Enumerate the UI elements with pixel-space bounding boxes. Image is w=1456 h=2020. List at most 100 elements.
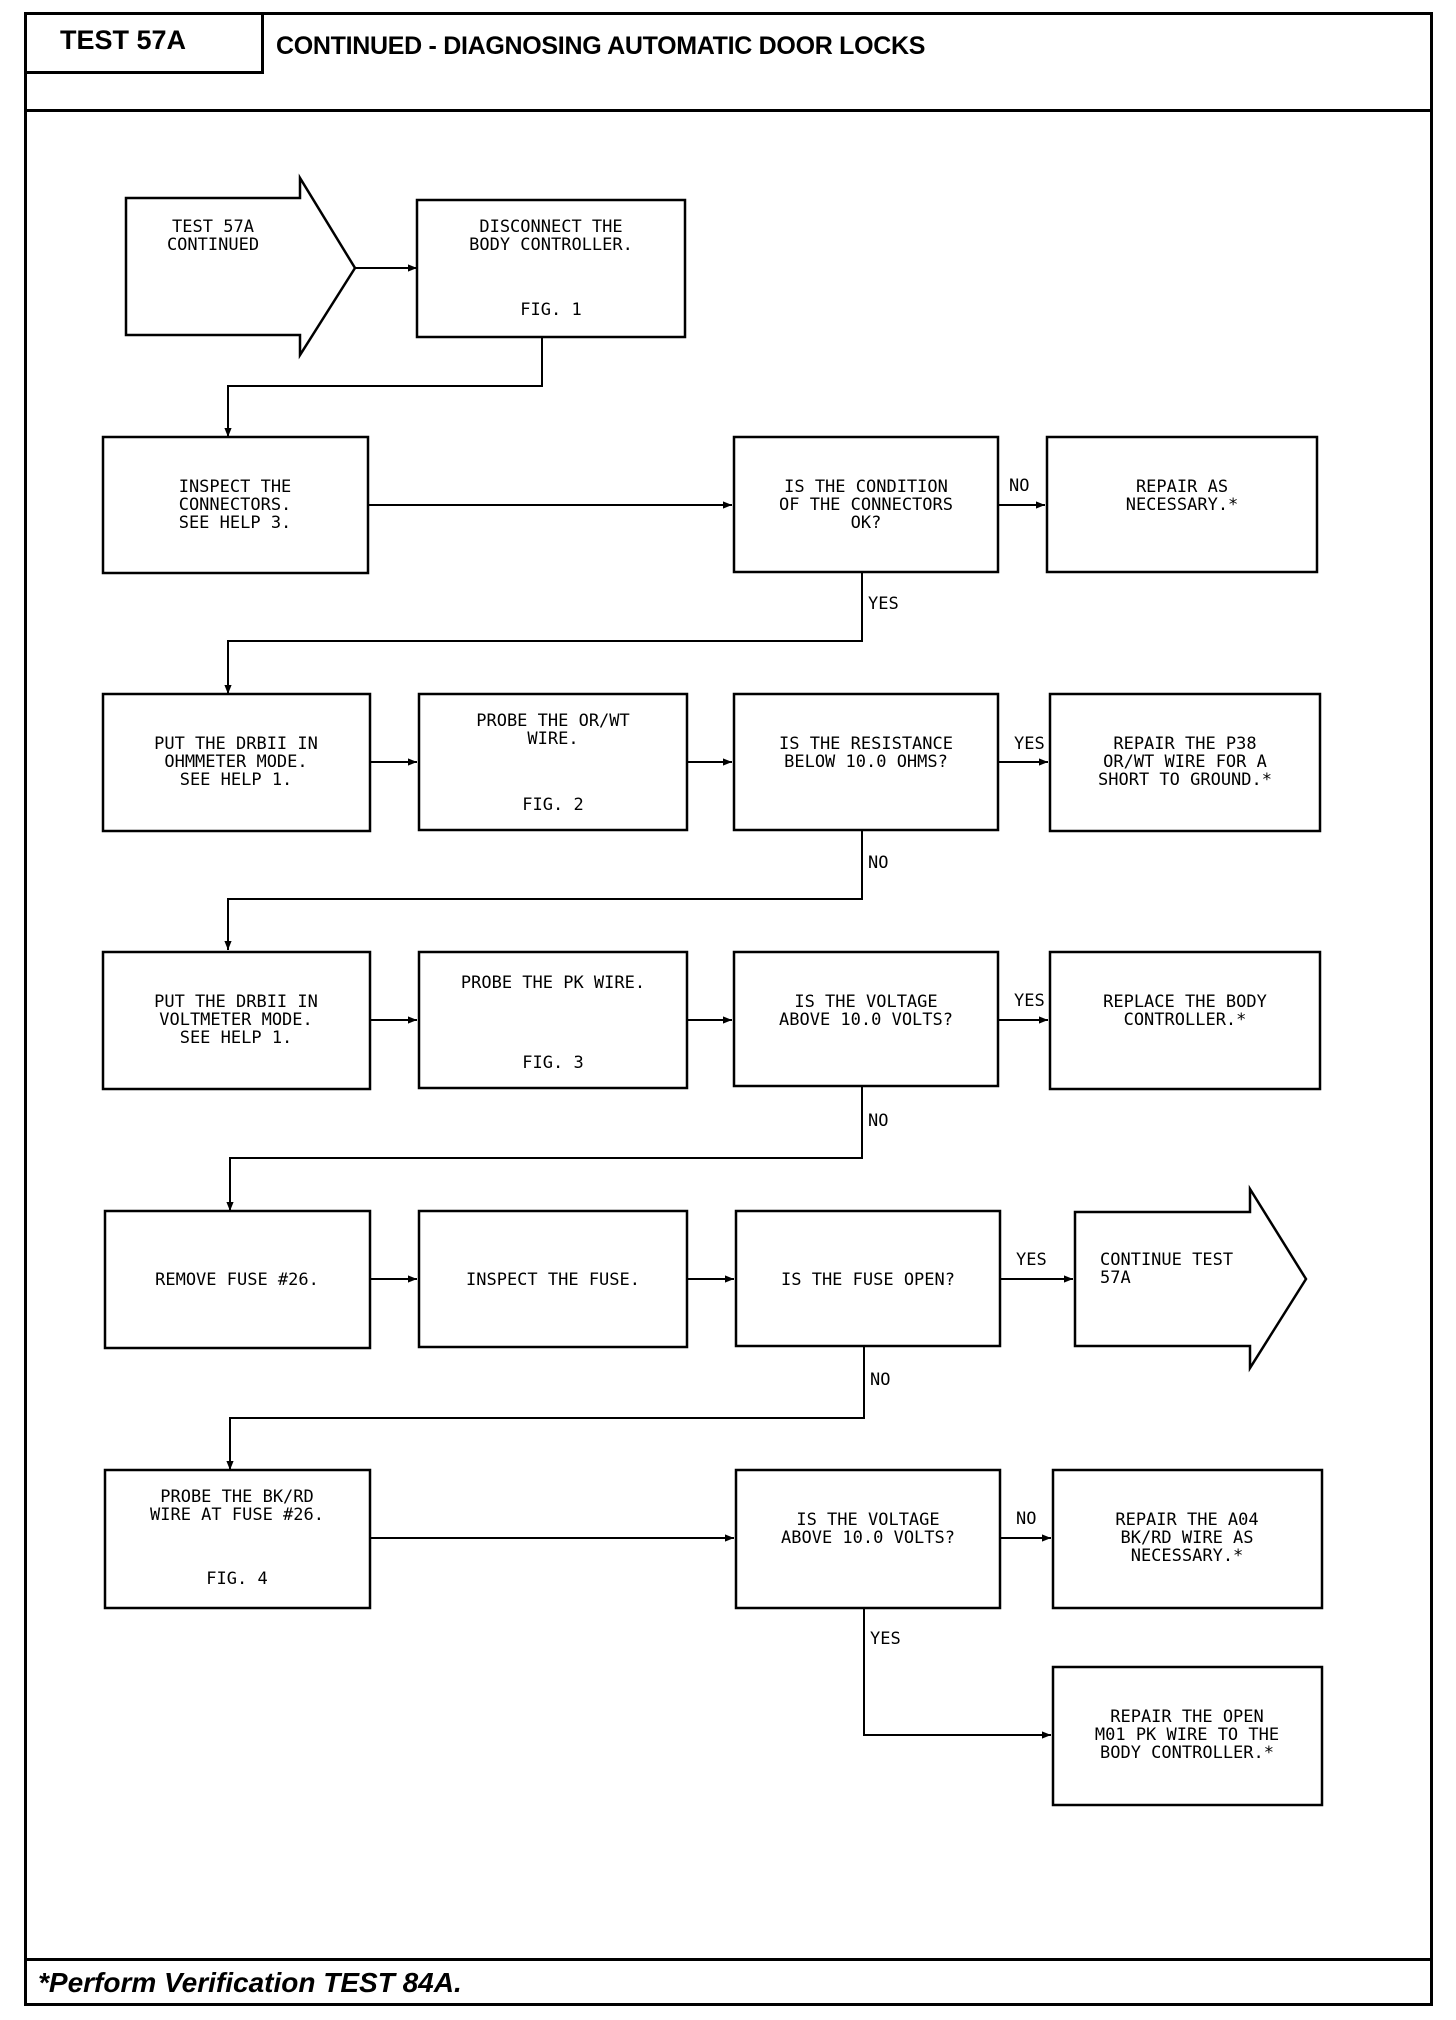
edge-label-res-yes: YES	[1014, 734, 1045, 754]
node-probe-bkrd-line-1: WIRE AT FUSE #26.	[150, 1505, 324, 1525]
edge-label-volt1-no: NO	[868, 1111, 888, 1131]
edge-fuse-probe	[226, 1346, 865, 1470]
node-repair-m01-line-1: M01 PK WIRE TO THE	[1095, 1725, 1279, 1745]
box-res-below	[732, 692, 1000, 832]
node-repair-m01-line-0: REPAIR THE OPEN	[1110, 1707, 1264, 1727]
node-probe-orwt-line-1: WIRE.	[527, 729, 578, 749]
node-remove-fuse: REMOVE FUSE #26.	[103, 1209, 372, 1350]
node-repair-necessary: REPAIR AS NECESSARY.*	[1045, 435, 1319, 574]
box-ohm-mode	[101, 692, 372, 833]
edge-res-volt	[224, 830, 863, 950]
box-volt-above-1	[732, 950, 1000, 1088]
node-repair-m01: REPAIR THE OPEN M01 PK WIRE TO THE BODY …	[1051, 1665, 1324, 1807]
edge-volt2-repair-m01	[863, 1608, 1051, 1739]
node-replace-line-1: CONTROLLER.*	[1124, 1010, 1247, 1030]
node-volt-mode-line-2: SEE HELP 1.	[180, 1028, 293, 1048]
box-volt-mode	[101, 950, 372, 1091]
node-repair-nec-line-1: NECESSARY.*	[1126, 495, 1239, 515]
node-inspect-conn-line-1: CONNECTORS.	[179, 495, 292, 515]
node-continue-line-1: 57A	[1100, 1268, 1131, 1288]
node-disconnect-line-1: BODY CONTROLLER.	[469, 235, 633, 255]
box-inspect-connectors	[101, 435, 370, 575]
node-ohm-line-0: PUT THE DRBII IN	[154, 734, 318, 754]
edge-label-res-no: NO	[868, 853, 888, 873]
node-ohm-line-1: OHMMETER MODE.	[164, 752, 307, 772]
node-probe-orwt-line-0: PROBE THE OR/WT	[476, 711, 630, 731]
node-disconnect: DISCONNECT THE BODY CONTROLLER. FIG. 1	[415, 198, 687, 339]
node-volt2-line-0: IS THE VOLTAGE	[796, 1510, 939, 1530]
box-replace-body	[1048, 950, 1322, 1091]
node-probe-bkrd-fig: FIG. 4	[206, 1569, 267, 1589]
box-probe-bkrd	[103, 1468, 372, 1610]
node-repair-nec-line-0: REPAIR AS	[1136, 477, 1228, 497]
node-disconnect-fig: FIG. 1	[520, 300, 581, 320]
node-volt-mode-line-1: VOLTMETER MODE.	[159, 1010, 313, 1030]
box-fuse-open	[734, 1209, 1002, 1348]
box-disconnect	[415, 198, 687, 339]
node-probe-bkrd: PROBE THE BK/RD WIRE AT FUSE #26. FIG. 4	[103, 1468, 372, 1610]
node-inspect-conn-line-0: INSPECT THE	[179, 477, 292, 497]
node-repair-a04-line-2: NECESSARY.*	[1131, 1546, 1244, 1566]
node-start-line-0: TEST 57A	[172, 217, 254, 237]
node-probe-orwt-fig: FIG. 2	[522, 795, 583, 815]
edge-label-fuse-yes: YES	[1016, 1250, 1047, 1270]
node-probe-orwt: PROBE THE OR/WT WIRE. FIG. 2	[417, 692, 689, 832]
node-repair-p38-line-2: SHORT TO GROUND.*	[1098, 770, 1272, 790]
node-res-below: IS THE RESISTANCE BELOW 10.0 OHMS?	[732, 692, 1000, 832]
edge-label-cond-no: NO	[1009, 476, 1029, 496]
node-replace-body: REPLACE THE BODY CONTROLLER.*	[1048, 950, 1322, 1091]
node-volt1-line-0: IS THE VOLTAGE	[794, 992, 937, 1012]
node-remove-fuse-line-0: REMOVE FUSE #26.	[155, 1270, 319, 1290]
connectors	[224, 264, 1073, 1739]
edge-label-volt1-yes: YES	[1014, 991, 1045, 1011]
box-probe-orwt	[417, 692, 689, 832]
node-inspect-connectors: INSPECT THE CONNECTORS. SEE HELP 3.	[101, 435, 370, 575]
node-start: TEST 57A CONTINUED	[124, 173, 357, 360]
edge-label-fuse-no: NO	[870, 1370, 890, 1390]
page-frame	[24, 12, 1433, 2006]
node-replace-line-0: REPLACE THE BODY	[1103, 992, 1267, 1012]
test-label: TEST 57A	[24, 12, 264, 74]
node-volt-above-1: IS THE VOLTAGE ABOVE 10.0 VOLTS?	[732, 950, 1000, 1088]
node-inspect-fuse: INSPECT THE FUSE.	[417, 1209, 689, 1349]
node-probe-pk-line-0: PROBE THE PK WIRE.	[461, 973, 645, 993]
node-volt1-line-1: ABOVE 10.0 VOLTS?	[779, 1010, 953, 1030]
node-ohm-line-2: SEE HELP 1.	[180, 770, 293, 790]
continue-arrow-shape	[1073, 1184, 1308, 1373]
box-remove-fuse	[103, 1209, 372, 1350]
box-repair-necessary	[1045, 435, 1319, 574]
node-repair-m01-line-2: BODY CONTROLLER.*	[1100, 1743, 1274, 1763]
node-volt-mode: PUT THE DRBII IN VOLTMETER MODE. SEE HEL…	[101, 950, 372, 1091]
box-repair-a04	[1051, 1468, 1324, 1610]
node-repair-p38-line-1: OR/WT WIRE FOR A	[1103, 752, 1267, 772]
edge-label-volt2-no: NO	[1016, 1509, 1036, 1529]
node-cond-line-2: OK?	[851, 513, 882, 533]
node-repair-a04: REPAIR THE A04 BK/RD WIRE AS NECESSARY.*	[1051, 1468, 1324, 1610]
edge-cond-ohm	[224, 572, 863, 694]
box-repair-p38	[1048, 692, 1322, 833]
node-repair-p38-line-0: REPAIR THE P38	[1113, 734, 1256, 754]
node-repair-p38: REPAIR THE P38 OR/WT WIRE FOR A SHORT TO…	[1048, 692, 1322, 833]
node-ohm-mode: PUT THE DRBII IN OHMMETER MODE. SEE HELP…	[101, 692, 372, 833]
node-probe-pk: PROBE THE PK WIRE. FIG. 3	[417, 950, 689, 1090]
page-header: TEST 57A CONTINUED - DIAGNOSING AUTOMATI…	[24, 12, 1433, 112]
edge-label-volt2-yes: YES	[870, 1629, 901, 1649]
box-probe-pk	[417, 950, 689, 1090]
node-volt2-line-1: ABOVE 10.0 VOLTS?	[781, 1528, 955, 1548]
edge-volt1-remove	[226, 1086, 863, 1211]
box-volt-above-2	[734, 1468, 1002, 1610]
box-cond-ok	[732, 435, 1000, 574]
start-arrow-shape	[124, 173, 357, 360]
node-inspect-fuse-line-0: INSPECT THE FUSE.	[466, 1270, 640, 1290]
node-res-line-0: IS THE RESISTANCE	[779, 734, 953, 754]
box-repair-m01	[1051, 1665, 1324, 1807]
box-inspect-fuse	[417, 1209, 689, 1349]
page-title: CONTINUED - DIAGNOSING AUTOMATIC DOOR LO…	[276, 32, 926, 60]
node-probe-pk-fig: FIG. 3	[522, 1053, 583, 1073]
node-cond-line-1: OF THE CONNECTORS	[779, 495, 953, 515]
node-repair-a04-line-0: REPAIR THE A04	[1115, 1510, 1258, 1530]
node-volt-above-2: IS THE VOLTAGE ABOVE 10.0 VOLTS?	[734, 1468, 1002, 1610]
edge-disconnect-inspect	[224, 337, 543, 437]
footer-note: *Perform Verification TEST 84A.	[24, 1958, 1433, 2006]
